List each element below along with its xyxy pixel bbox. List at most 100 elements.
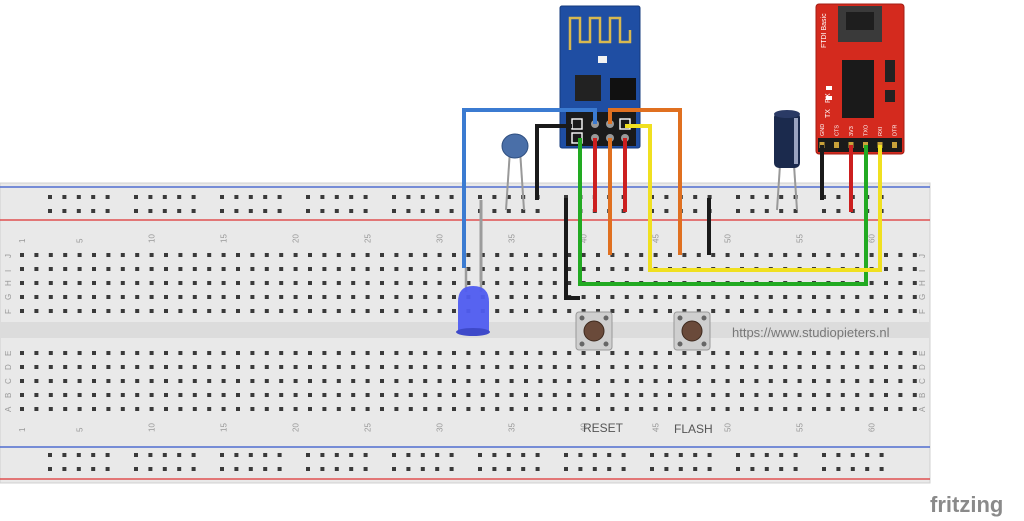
hole — [250, 407, 255, 411]
hole — [596, 253, 600, 257]
rail-hole — [91, 209, 96, 213]
column-number: 10 — [148, 423, 157, 432]
hole — [77, 393, 82, 397]
rail-hole — [850, 453, 855, 457]
rail-hole — [62, 467, 67, 471]
hole — [884, 267, 888, 271]
reset-button[interactable] — [575, 311, 613, 351]
hole — [250, 253, 255, 257]
hole — [682, 295, 687, 299]
rail-hole — [449, 209, 454, 213]
hole — [538, 253, 543, 257]
hole — [365, 379, 370, 383]
hole — [812, 253, 816, 257]
hole — [408, 379, 413, 383]
hole — [365, 393, 370, 397]
hole — [423, 365, 428, 369]
hole — [20, 365, 24, 369]
hole — [77, 309, 82, 313]
hole — [711, 351, 716, 355]
hole — [236, 253, 240, 257]
column-number: 15 — [220, 234, 229, 243]
esp-chip — [575, 75, 601, 101]
hole — [740, 253, 744, 257]
hole — [264, 267, 269, 271]
hole — [437, 281, 442, 285]
rail-hole — [248, 209, 253, 213]
flash-button[interactable] — [673, 311, 711, 351]
hole — [77, 365, 82, 369]
rail-hole — [707, 467, 712, 471]
hole — [840, 393, 845, 397]
hole — [668, 295, 672, 299]
hole — [293, 379, 298, 383]
hole — [221, 267, 226, 271]
hole — [264, 295, 269, 299]
column-number: 25 — [364, 234, 373, 243]
hole — [869, 407, 874, 411]
row-letter: H — [918, 280, 927, 286]
rail-hole — [220, 195, 224, 199]
hole — [696, 253, 701, 257]
hole — [250, 309, 255, 313]
hole — [120, 393, 125, 397]
hole — [869, 309, 874, 313]
rail-hole — [76, 453, 81, 457]
hole — [711, 393, 716, 397]
hole — [178, 393, 183, 397]
hole — [408, 309, 413, 313]
hole — [207, 253, 212, 257]
ftdi-pin-label: DTR — [893, 125, 899, 136]
rail-hole — [678, 467, 683, 471]
hole — [538, 309, 543, 313]
hole — [106, 281, 111, 285]
rail-hole — [793, 209, 798, 213]
rail-hole — [865, 467, 870, 471]
hole — [308, 407, 312, 411]
rail-hole — [263, 209, 268, 213]
hole — [480, 281, 485, 285]
hole — [408, 281, 413, 285]
hole — [164, 309, 168, 313]
hole — [509, 351, 514, 355]
rail-hole — [850, 467, 855, 471]
rail-hole — [263, 467, 268, 471]
hole — [135, 253, 140, 257]
hole — [567, 365, 572, 369]
rail-hole — [736, 209, 740, 213]
rail-hole — [435, 467, 440, 471]
hole — [178, 295, 183, 299]
hole — [452, 295, 456, 299]
rail-hole — [693, 209, 698, 213]
hole — [351, 351, 356, 355]
hole — [768, 393, 773, 397]
hole — [581, 253, 586, 257]
rail-hole — [678, 453, 683, 457]
rail-hole — [650, 467, 654, 471]
hole — [336, 267, 341, 271]
hole — [380, 253, 384, 257]
rail-hole — [349, 209, 354, 213]
hole — [437, 365, 442, 369]
rail-hole — [506, 195, 511, 199]
hole — [869, 393, 874, 397]
hole — [20, 379, 24, 383]
hole — [869, 379, 874, 383]
hole — [48, 309, 53, 313]
hole — [552, 267, 557, 271]
wire-blue — [462, 108, 597, 268]
wire-green — [578, 138, 868, 286]
hole — [596, 309, 600, 313]
hole — [351, 379, 356, 383]
rail-hole — [277, 453, 282, 457]
rail-hole — [664, 453, 669, 457]
hole — [92, 295, 96, 299]
hole — [624, 393, 629, 397]
hole — [336, 351, 341, 355]
hole — [351, 281, 356, 285]
hole — [192, 407, 197, 411]
hole — [740, 295, 744, 299]
hole — [293, 351, 298, 355]
rail-hole — [521, 467, 526, 471]
